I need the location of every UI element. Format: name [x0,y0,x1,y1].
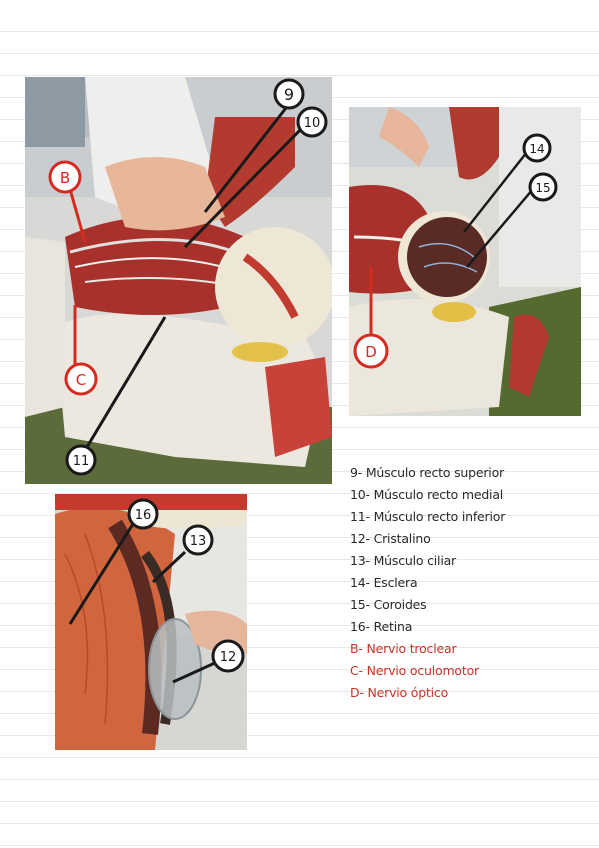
legend-item-B: B- Nervio troclear [350,641,457,656]
photo-sclera-choroid: 14 15 D [349,107,581,416]
svg-text:13: 13 [190,534,207,549]
label-14-marker: 14 [522,133,552,163]
photo-extraocular-muscles: 9 10 11 B C [25,77,332,484]
label-13-marker: 13 [182,524,214,556]
label-9-marker: 9 [273,78,305,110]
legend-list: 9- Músculo recto superior 10- Músculo re… [350,462,590,704]
svg-text:11: 11 [73,454,90,469]
label-15-marker: 15 [528,172,558,202]
svg-text:15: 15 [535,181,550,195]
svg-text:B: B [60,169,70,187]
svg-text:16: 16 [135,508,152,523]
svg-text:14: 14 [529,142,544,156]
label-C-marker: C [64,362,98,396]
legend-item-15: 15- Coroides [350,597,427,612]
legend-item-13: 13- Músculo ciliar [350,553,456,568]
photo-lens-ciliary: 16 13 12 [55,494,247,750]
legend-item-D: D- Nervio óptico [350,685,449,700]
legend-item-9: 9- Músculo recto superior [350,465,504,480]
label-11-marker: 11 [65,444,97,476]
label-12-marker: 12 [211,639,245,673]
legend-item-C: C- Nervio oculomotor [350,663,479,678]
label-16-marker: 16 [127,498,159,530]
svg-text:10: 10 [304,116,321,131]
svg-text:D: D [365,343,377,361]
svg-text:C: C [76,371,86,389]
legend-item-12: 12- Cristalino [350,531,431,546]
label-D-marker: D [353,333,389,369]
legend-item-10: 10- Músculo recto medial [350,487,504,502]
legend-item-14: 14- Esclera [350,575,418,590]
label-10-marker: 10 [296,106,328,138]
legend-item-16: 16- Retina [350,619,413,634]
label-B-marker: B [48,160,82,194]
svg-text:9: 9 [284,85,294,104]
legend-item-11: 11- Músculo recto inferior [350,509,506,524]
svg-text:12: 12 [220,650,237,665]
